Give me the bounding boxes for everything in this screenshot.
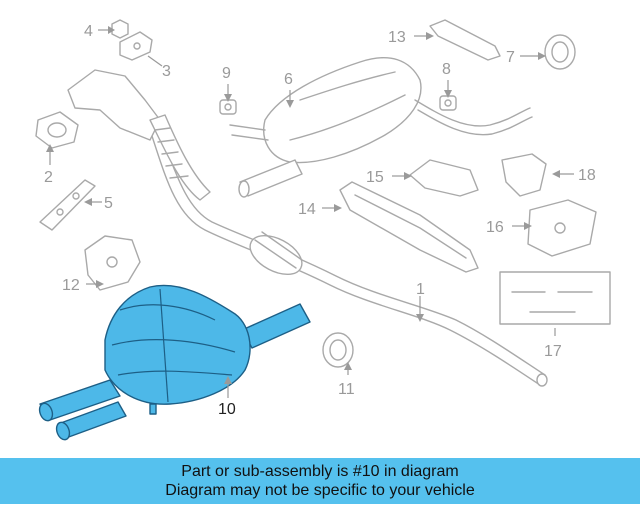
- callout-5: 5: [104, 195, 113, 212]
- part-17-label-set[interactable]: [499, 271, 611, 325]
- callout-14: 14: [298, 201, 316, 218]
- part-13-bracket[interactable]: [429, 19, 501, 61]
- callout-11: 11: [338, 381, 355, 398]
- part-10-rear-muffler[interactable]: [37, 284, 311, 441]
- part-4-nut[interactable]: [111, 19, 129, 39]
- callout-4: 4: [84, 23, 93, 40]
- callout-9: 9: [222, 65, 231, 82]
- part-11-clamp[interactable]: [322, 332, 354, 368]
- part-14-heat-shield[interactable]: [339, 181, 479, 273]
- callout-12: 12: [62, 277, 80, 294]
- part-2-gasket[interactable]: [35, 111, 79, 149]
- callout-18: 18: [578, 167, 596, 184]
- part-18-bracket[interactable]: [501, 153, 547, 197]
- callout-16: 16: [486, 219, 504, 236]
- callout-2: 2: [44, 169, 53, 186]
- callout-labels: 1 2 3 4 5 6 7 8 9 10 11 12 13 14 15 16 1…: [44, 23, 596, 418]
- part-9-hanger[interactable]: [219, 99, 237, 115]
- callout-13: 13: [388, 29, 406, 46]
- part-1-exhaust-pipe[interactable]: [149, 125, 548, 387]
- part-6-center-muffler[interactable]: [229, 57, 533, 198]
- banner-line-part: Part or sub-assembly is #10 in diagram: [181, 463, 459, 480]
- callout-7: 7: [506, 49, 515, 66]
- callout-10: 10: [218, 401, 236, 418]
- callout-6: 6: [284, 71, 293, 88]
- part-15-heat-shield[interactable]: [409, 159, 479, 197]
- banner-line-disclaimer: Diagram may not be specific to your vehi…: [165, 482, 475, 499]
- part-16-bracket[interactable]: [527, 199, 597, 257]
- part-8-hanger[interactable]: [439, 95, 457, 111]
- part-3-bracket[interactable]: [119, 31, 153, 61]
- part-5-support-bracket[interactable]: [39, 179, 96, 231]
- callout-8: 8: [442, 61, 451, 78]
- info-banner: Part or sub-assembly is #10 in diagram D…: [0, 458, 640, 504]
- leader-lines: [46, 26, 574, 398]
- callout-1: 1: [416, 281, 425, 298]
- callout-15: 15: [366, 169, 384, 186]
- exhaust-parts-diagram: 1 2 3 4 5 6 7 8 9 10 11 12 13 14 15 16 1…: [35, 19, 611, 441]
- part-12-mount-bracket[interactable]: [84, 235, 141, 291]
- part-7-clamp[interactable]: [544, 34, 576, 70]
- callout-17: 17: [544, 343, 562, 360]
- front-pipe-converter: [67, 69, 211, 201]
- callout-3: 3: [162, 63, 171, 80]
